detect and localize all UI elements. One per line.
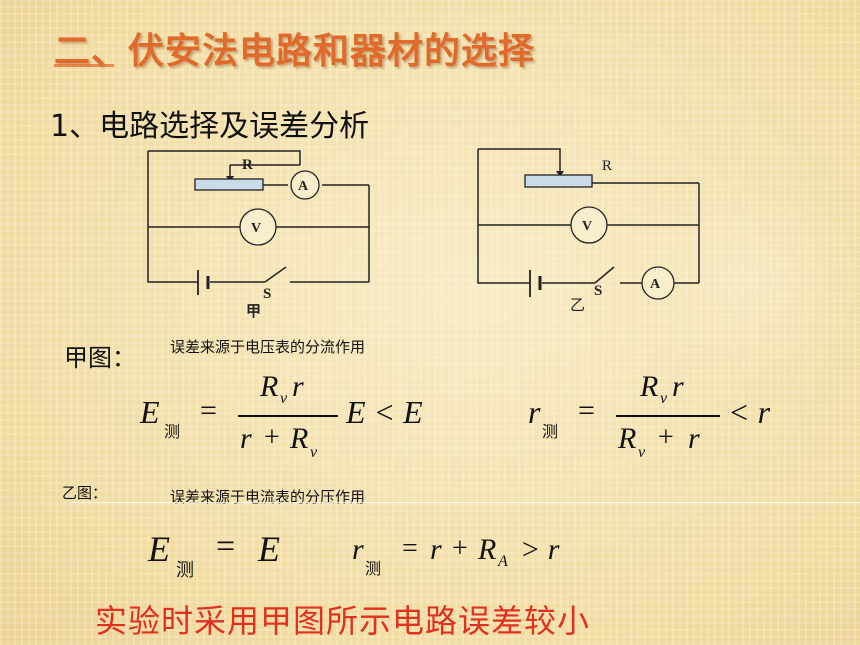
label-v: V — [251, 221, 261, 236]
wire-top-left — [478, 148, 561, 173]
note-jia-error-source: 误差来源于电压表的分流作用 — [170, 338, 366, 356]
voltmeter-jia — [239, 208, 277, 246]
wire-top-left — [148, 150, 301, 165]
slide-title: 二、伏安法电路和器材的选择 — [54, 31, 536, 72]
label-circuit-name: 甲 — [246, 302, 261, 320]
fraction-bar — [616, 415, 720, 417]
tail-e-less-e: E < E — [346, 394, 423, 430]
tail-less-r: < r — [728, 394, 771, 430]
ammeter-yi — [641, 266, 675, 300]
slider-arrowhead — [556, 171, 564, 177]
denominator-R: R — [290, 422, 309, 455]
label-a: A — [650, 277, 661, 292]
subscript-ce: 测 — [542, 422, 559, 441]
note-yi-error-source: 误差来源于电流表的分压作用 — [170, 488, 366, 506]
conclusion-text: 实验时采用甲图所示电路误差较小 — [95, 602, 591, 640]
title-accent — [54, 64, 114, 67]
equals-sign: = — [578, 394, 595, 427]
wire-left — [147, 151, 198, 283]
denominator-r: r — [240, 422, 252, 455]
plus-sign: + — [452, 533, 468, 564]
symbol-e: E — [148, 529, 170, 569]
denominator-sub-v: v — [638, 444, 646, 461]
circuit-jia-diagram: R A V S 甲 — [147, 150, 370, 320]
denominator-plus: + — [264, 422, 280, 453]
rheostat-body — [194, 178, 264, 191]
voltmeter-yi — [570, 206, 608, 244]
symbol-r: r — [352, 533, 364, 566]
ammeter-jia — [290, 170, 320, 200]
denominator-R: R — [618, 422, 637, 455]
divider-line — [70, 502, 860, 503]
subscript-ce: 测 — [164, 422, 181, 441]
switch-blade — [594, 266, 615, 284]
label-circuit-name: 乙 — [570, 296, 585, 314]
label-jia-figure: 甲图： — [64, 344, 136, 372]
label-r: R — [242, 157, 253, 173]
label-r: R — [602, 158, 612, 174]
switch-blade — [264, 266, 287, 283]
equals-sign: = — [200, 394, 217, 427]
rhs-sub-a: A — [498, 553, 508, 570]
subscript-ce: 测 — [365, 559, 382, 578]
rhs-r: r — [430, 533, 442, 566]
numerator-sub-v: v — [280, 390, 288, 407]
formula-e-measured-jia: E 测 = R v r r + R v E < E — [140, 370, 460, 472]
symbol-r: r — [528, 394, 541, 430]
symbol-e: E — [140, 394, 160, 430]
section-subtitle: 1、电路选择及误差分析 — [50, 109, 370, 144]
numerator-small-r: r — [672, 370, 684, 403]
denominator-sub-v: v — [310, 444, 318, 461]
numerator-r: R — [640, 370, 659, 403]
denominator-r: r — [688, 422, 700, 455]
formula-r-measured-jia: r 测 = R v r R v + r < r — [528, 370, 828, 472]
rhs-R: R — [478, 533, 497, 566]
label-yi-figure: 乙图： — [62, 484, 108, 502]
equals-sign: = — [402, 533, 418, 564]
label-s: S — [263, 286, 271, 302]
numerator-r: R — [260, 370, 279, 403]
background-glow — [640, 170, 860, 390]
equals-sign: = — [216, 528, 236, 565]
rhs-e: E — [258, 529, 280, 569]
label-v: V — [582, 219, 592, 234]
numerator-sub-v: v — [660, 390, 668, 407]
subscript-ce: 测 — [176, 560, 194, 581]
circuit-yi-diagram: R V A S 乙 — [477, 148, 700, 314]
label-a: A — [298, 179, 309, 194]
label-s: S — [594, 283, 602, 299]
tail-greater-r: > r — [520, 533, 560, 566]
rheostat-body — [524, 174, 593, 188]
numerator-small-r: r — [292, 370, 304, 403]
denominator-plus: + — [658, 422, 674, 453]
wire-left — [477, 149, 530, 284]
formula-r-measured-yi: r 测 = r + R A > r — [352, 533, 612, 583]
fraction-bar — [238, 415, 338, 417]
formula-e-measured-yi: E 测 = E — [148, 528, 308, 588]
